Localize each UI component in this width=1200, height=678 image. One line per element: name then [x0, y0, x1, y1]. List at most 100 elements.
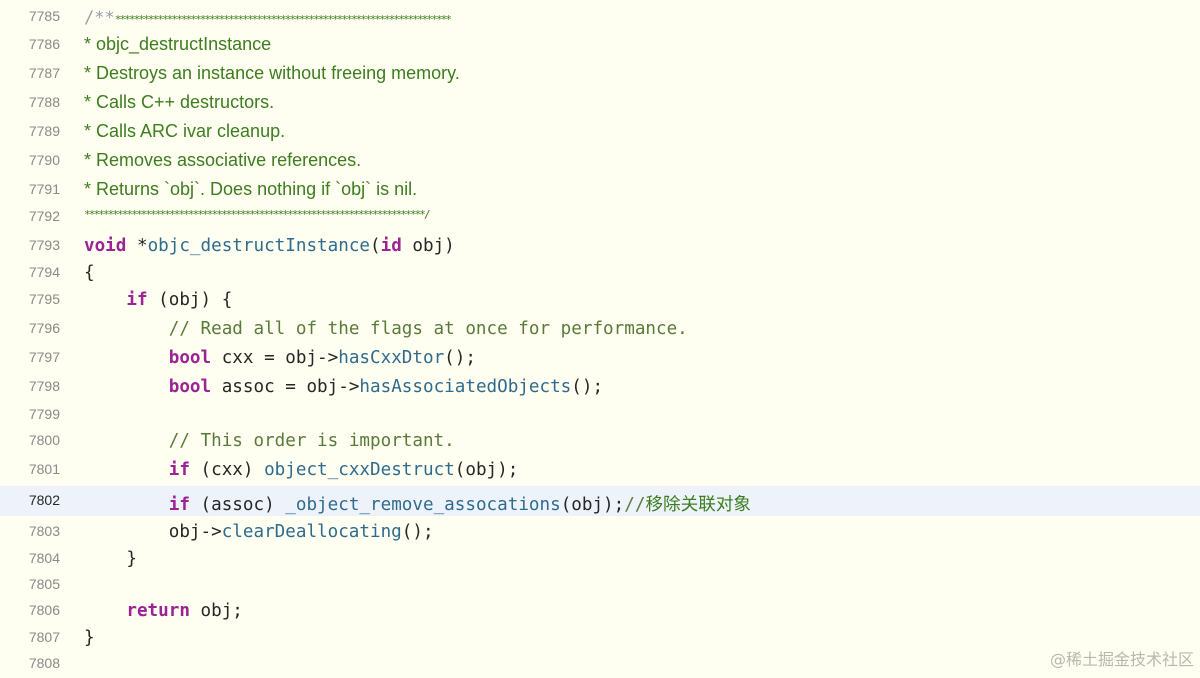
line-content: ****************************************… [84, 208, 431, 221]
code-token: id [380, 236, 402, 256]
code-token: ****************************************… [84, 208, 431, 221]
line-number: 7802 [28, 492, 60, 508]
code-line[interactable]: 7794 { [0, 262, 1200, 286]
code-token: ****************************************… [114, 13, 452, 26]
line-number: 7795 [28, 291, 60, 307]
code-token: * [126, 236, 148, 256]
code-line[interactable]: 7790* Removes associative references. [0, 150, 1200, 174]
code-token: * Returns `obj`. Does nothing if `obj` i… [84, 179, 418, 199]
line-content: bool cxx = obj->hasCxxDtor(); [84, 348, 476, 368]
code-line[interactable]: 7793 void *objc_destructInstance(id obj) [0, 235, 1200, 259]
line-content: // Read all of the flags at once for per… [84, 319, 688, 339]
code-token: bool [168, 377, 212, 397]
code-line[interactable]: 7795 if (obj) { [0, 289, 1200, 313]
line-content: if (cxx) object_cxxDestruct(obj); [84, 460, 519, 480]
line-content: /***************************************… [84, 8, 452, 28]
code-token: if [168, 495, 190, 515]
code-token: if [168, 460, 190, 480]
code-line[interactable]: 7807} [0, 627, 1200, 651]
line-content: obj->clearDeallocating(); [84, 522, 434, 542]
line-number: 7800 [28, 432, 60, 448]
code-token: // This order is important. [168, 431, 455, 451]
code-token: // [624, 495, 646, 515]
line-content: } [84, 549, 137, 569]
line-content: // This order is important. [84, 431, 455, 451]
line-number: 7805 [28, 576, 60, 592]
line-number: 7793 [28, 237, 60, 253]
line-content: { [84, 263, 95, 283]
code-line[interactable]: 7802 if (assoc) _object_remove_assocatio… [0, 490, 1200, 516]
code-token [84, 377, 169, 397]
code-token: * objc_destructInstance [84, 34, 272, 54]
code-token: ( [370, 236, 381, 256]
line-number: 7794 [28, 264, 60, 280]
code-token: objc_destructInstance [147, 236, 371, 256]
code-line[interactable]: 7798 bool assoc = obj->hasAssociatedObje… [0, 376, 1200, 400]
code-line[interactable]: 7785 /***********************************… [0, 6, 1200, 30]
line-number: 7804 [28, 550, 60, 566]
code-token: (obj); [560, 495, 625, 515]
line-number: 7789 [28, 123, 60, 139]
line-number: 7806 [28, 602, 60, 618]
line-number: 7786 [28, 36, 60, 52]
code-line[interactable]: 7804 } [0, 548, 1200, 572]
code-token: assoc = obj-> [211, 377, 360, 397]
code-token: (assoc) [189, 495, 286, 515]
code-line[interactable]: 7788 * Calls C++ destructors. [0, 92, 1200, 116]
code-token: obj; [189, 601, 243, 621]
line-content: if (obj) { [84, 290, 232, 310]
code-line[interactable]: 7787 * Destroys an instance without freei… [0, 63, 1200, 87]
code-line[interactable]: 7797 bool cxx = obj->hasCxxDtor(); [0, 347, 1200, 371]
line-content: if (assoc) _object_remove_assocations(ob… [84, 491, 751, 516]
code-line[interactable]: 7806 return obj; [0, 600, 1200, 624]
line-content: * Returns `obj`. Does nothing if `obj` i… [84, 179, 417, 200]
code-token: (cxx) [189, 460, 265, 480]
line-number: 7785 [28, 8, 60, 24]
code-token [84, 460, 169, 480]
code-token: obj-> [84, 522, 222, 542]
code-line[interactable]: 7800 // This order is important. [0, 430, 1200, 454]
line-number: 7799 [28, 406, 60, 422]
code-line[interactable]: 7808 [0, 653, 1200, 677]
line-content: * Calls ARC ivar cleanup. [84, 121, 285, 142]
code-line[interactable]: 7796 // Read all of the flags at once fo… [0, 318, 1200, 342]
line-content: * objc_destructInstance [84, 34, 271, 55]
line-content: bool assoc = obj->hasAssociatedObjects()… [84, 377, 603, 397]
code-line[interactable]: 7791 * Returns `obj`. Does nothing if `ob… [0, 179, 1200, 203]
code-token: /** [84, 8, 115, 28]
code-token [84, 495, 169, 515]
code-token: (); [401, 522, 434, 542]
code-token [84, 601, 126, 621]
code-token: { [84, 263, 95, 283]
code-line[interactable]: 7801 if (cxx) object_cxxDestruct(obj); [0, 459, 1200, 483]
line-number: 7787 [28, 65, 60, 81]
line-number: 7788 [28, 94, 60, 110]
code-token [84, 290, 126, 310]
code-token: (); [444, 348, 476, 368]
code-token: (); [571, 377, 604, 397]
code-line[interactable]: 7805 [0, 574, 1200, 598]
code-token [84, 348, 169, 368]
code-token: obj) [401, 236, 455, 256]
code-token: // Read all of the flags at once for per… [168, 319, 688, 339]
line-content: * Removes associative references. [84, 150, 361, 171]
line-content: * Calls C++ destructors. [84, 92, 274, 113]
code-token [84, 431, 169, 451]
code-token: (obj); [454, 460, 519, 480]
code-line[interactable]: 7799 [0, 404, 1200, 428]
code-token: 移除关联对象 [645, 495, 752, 515]
code-line[interactable]: 7786 * objc_destructInstance [0, 34, 1200, 58]
code-token: * Removes associative references. [84, 150, 362, 170]
code-token [84, 319, 169, 339]
code-token: cxx = obj-> [211, 348, 339, 368]
code-line[interactable]: 7789 * Calls ARC ivar cleanup. [0, 121, 1200, 145]
line-number: 7791 [28, 181, 60, 197]
code-token: _object_remove_assocations [285, 495, 561, 515]
code-line[interactable]: 7792 ************************************… [0, 206, 1200, 230]
code-token: } [84, 549, 137, 569]
code-token: * Destroys an instance without freeing m… [84, 63, 460, 83]
line-number: 7792 [28, 208, 60, 224]
line-content: void *objc_destructInstance(id obj) [84, 236, 455, 256]
code-line[interactable]: 7803 obj->clearDeallocating(); [0, 521, 1200, 545]
